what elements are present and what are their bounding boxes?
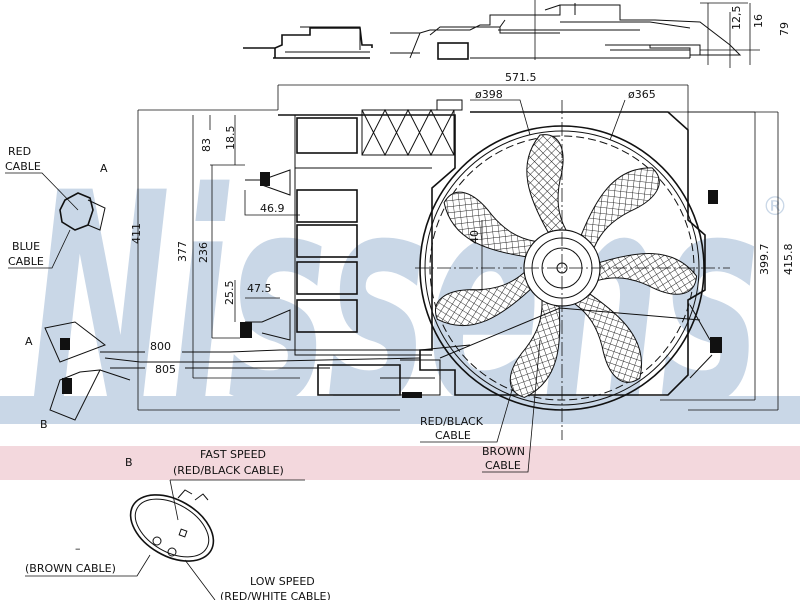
- svg-text:571.5: 571.5: [505, 71, 537, 84]
- svg-text:FAST SPEED: FAST SPEED: [200, 448, 266, 461]
- svg-text:12,5: 12,5: [730, 6, 743, 31]
- svg-text:LOW SPEED: LOW SPEED: [250, 575, 315, 588]
- connector-icon: [708, 190, 718, 204]
- svg-text:415.8: 415.8: [782, 244, 795, 276]
- svg-text:CABLE: CABLE: [8, 255, 44, 268]
- svg-text:RED/BLACK: RED/BLACK: [420, 415, 484, 428]
- svg-text:BROWN: BROWN: [482, 445, 525, 458]
- svg-text:B: B: [125, 456, 133, 469]
- svg-text:25.5: 25.5: [223, 281, 236, 306]
- svg-text:CABLE: CABLE: [435, 429, 471, 442]
- svg-text:A: A: [25, 335, 33, 348]
- watermark-logo: Nissens ®: [0, 132, 800, 469]
- connector-icon: [240, 322, 252, 338]
- svg-text:RED: RED: [8, 145, 31, 158]
- svg-text:CABLE: CABLE: [5, 160, 41, 173]
- svg-text:18.5: 18.5: [224, 126, 237, 151]
- svg-text:800: 800: [150, 340, 171, 353]
- svg-text:–: –: [75, 542, 81, 555]
- fan: ø398 ø365 40: [415, 88, 730, 440]
- detail-b-band: [0, 446, 800, 480]
- connector-a-detail: RED CABLE A BLUE CABLE: [5, 145, 108, 269]
- svg-text:(BROWN CABLE): (BROWN CABLE): [25, 562, 116, 575]
- svg-text:411: 411: [130, 223, 143, 244]
- svg-text:236: 236: [197, 242, 210, 263]
- svg-text:79: 79: [778, 22, 791, 36]
- svg-text:BLUE: BLUE: [12, 240, 40, 253]
- right-dimensions: 399.7 415.8: [660, 111, 795, 411]
- svg-text:B: B: [40, 418, 48, 431]
- svg-text:A: A: [100, 162, 108, 175]
- connector-icon: [710, 337, 722, 353]
- side-view: 12,5 16 79: [243, 0, 791, 68]
- svg-text:399.7: 399.7: [758, 244, 771, 276]
- svg-text:46.9: 46.9: [260, 202, 285, 215]
- connector-b-detail: B FAST SPEED (RED/BLACK CABLE) – (BROWN …: [25, 448, 331, 600]
- svg-text:16: 16: [752, 14, 765, 28]
- svg-text:ø365: ø365: [628, 88, 656, 101]
- svg-text:®: ®: [762, 192, 788, 222]
- svg-text:CABLE: CABLE: [485, 459, 521, 472]
- svg-text:ø398: ø398: [475, 88, 503, 101]
- svg-text:(RED/WHITE CABLE): (RED/WHITE CABLE): [220, 590, 331, 600]
- svg-text:47.5: 47.5: [247, 282, 272, 295]
- svg-text:40: 40: [468, 230, 481, 244]
- svg-text:805: 805: [155, 363, 176, 376]
- fan-cable-labels: RED/BLACK CABLE BROWN CABLE: [420, 339, 541, 473]
- svg-text:377: 377: [176, 241, 189, 262]
- left-dimensions: 411 377 236 83 18.5 46.9 25.5 47.5: [130, 109, 400, 411]
- svg-text:83: 83: [200, 138, 213, 152]
- svg-text:(RED/BLACK CABLE): (RED/BLACK CABLE): [173, 464, 284, 477]
- cable-harness: 800 805 A B: [25, 321, 471, 431]
- connector-icon: [260, 172, 270, 186]
